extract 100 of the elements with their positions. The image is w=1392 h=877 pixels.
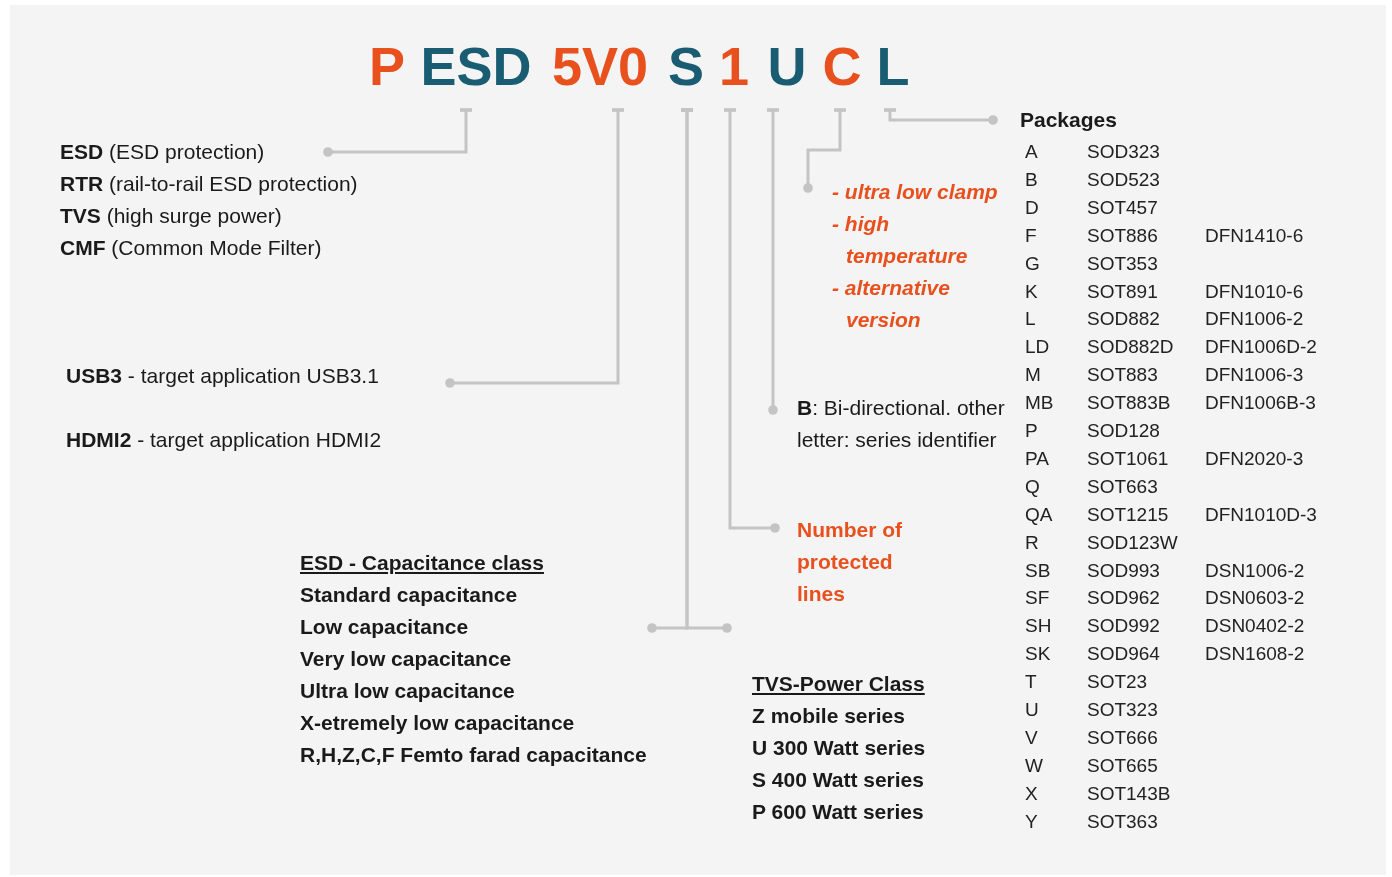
table-cell: SK: [1025, 642, 1051, 667]
table-cell: SOD882D: [1087, 335, 1174, 360]
table-cell: SOD992: [1087, 614, 1160, 639]
table-cell: SOT323: [1087, 698, 1158, 722]
table-cell: SOD964: [1087, 642, 1160, 667]
table-cell: G: [1025, 251, 1040, 276]
list-item: P 600 Watt series: [752, 799, 925, 825]
connector-line: [323, 108, 474, 157]
table-cell: LD: [1025, 335, 1050, 360]
table-cell: SOD962: [1087, 586, 1160, 611]
list-item: - high temperature: [832, 211, 969, 269]
table-cell: B: [1025, 167, 1038, 192]
table-cell: T: [1025, 670, 1037, 695]
code-letters: 1: [719, 36, 749, 96]
table-cell: SOD882: [1087, 307, 1160, 332]
list-item: Standard capacitance: [300, 582, 519, 608]
code-letters: ESD: [420, 36, 532, 96]
table-cell: SOD128: [1087, 419, 1160, 443]
table-cell: DFN1006D-2: [1205, 335, 1317, 360]
table-cell: SOT457: [1087, 195, 1158, 220]
list-item: - ultra low clamp: [832, 179, 999, 205]
table-cell: SOT353: [1087, 251, 1158, 276]
connector-line: [803, 108, 848, 193]
list-item: U 300 Watt series: [752, 735, 926, 761]
description-text: B: Bi-directional. other letter: series identifier: [797, 395, 1006, 453]
code-letters: 5V0: [551, 36, 649, 96]
table-cell: DFN1006-3: [1205, 363, 1304, 388]
table-cell: M: [1025, 363, 1041, 388]
list-item: Ultra low capacitance: [300, 678, 516, 704]
table-cell: W: [1025, 753, 1043, 778]
table-cell: MB: [1025, 391, 1054, 416]
table-cell: SOT883B: [1087, 391, 1171, 416]
table-cell: Q: [1025, 474, 1040, 499]
section-heading: ESD - Capacitance class: [300, 550, 545, 576]
code-letters: P: [369, 36, 405, 96]
table-cell: K: [1025, 279, 1038, 304]
table-cell: SOT1215: [1087, 502, 1169, 527]
table-cell: DSN0603-2: [1205, 586, 1305, 611]
table-cell: X: [1025, 781, 1038, 806]
table-cell: SOD123W: [1087, 530, 1178, 555]
description-text: HDMI2 - target application HDMI2: [66, 427, 382, 453]
table-cell: SOT886: [1087, 223, 1158, 248]
list-item: Low capacitance: [300, 614, 470, 640]
table-cell: SOD323: [1087, 140, 1160, 164]
connector-line: [445, 108, 626, 388]
table-cell: SOT891: [1087, 279, 1158, 304]
table-cell: DFN1010D-3: [1205, 502, 1317, 527]
table-cell: R: [1025, 530, 1039, 555]
table-cell: SOD993: [1087, 558, 1160, 583]
list-item: - alternative version: [832, 275, 951, 333]
table-cell: V: [1025, 725, 1038, 750]
description-text: RTR (rail-to-rail ESD protection): [60, 171, 358, 197]
table-cell: PA: [1025, 446, 1049, 471]
connector-line: [882, 108, 998, 125]
connector-line: [765, 108, 781, 415]
list-item: Z mobile series: [752, 703, 906, 729]
table-cell: U: [1025, 698, 1039, 722]
table-cell: SOD523: [1087, 167, 1160, 192]
table-cell: SB: [1025, 558, 1051, 583]
code-letters: U: [767, 36, 807, 96]
description-text: TVS (high surge power): [60, 203, 283, 229]
table-cell: QA: [1025, 502, 1053, 527]
table-cell: SOT1061: [1087, 446, 1169, 471]
table-cell: SOT663: [1087, 474, 1158, 499]
description-text: CMF (Common Mode Filter): [60, 235, 323, 261]
table-cell: DSN1006-2: [1205, 558, 1305, 583]
table-cell: A: [1025, 140, 1038, 164]
table-cell: SOT666: [1087, 725, 1158, 750]
list-item: S 400 Watt series: [752, 767, 925, 793]
table-cell: SOT143B: [1087, 781, 1171, 806]
code-letters: L: [876, 36, 910, 96]
table-cell: SOT23: [1087, 670, 1148, 695]
list-item: R,H,Z,C,F Femto farad capacitance: [300, 742, 647, 768]
table-cell: DFN2020-3: [1205, 446, 1304, 471]
table-cell: L: [1025, 307, 1036, 332]
table-cell: DSN1608-2: [1205, 642, 1305, 667]
list-item: Very low capacitance: [300, 646, 513, 672]
table-cell: DFN1410-6: [1205, 223, 1304, 248]
table-cell: SF: [1025, 586, 1050, 611]
connector-line: [679, 108, 732, 633]
code-letters: S: [668, 36, 704, 96]
table-cell: SH: [1025, 614, 1052, 639]
table-cell: SOT883: [1087, 363, 1158, 388]
section-heading: Packages: [1020, 107, 1117, 133]
table-cell: SOT665: [1087, 753, 1158, 778]
table-cell: SOT363: [1087, 809, 1158, 834]
table-cell: DFN1006B-3: [1205, 391, 1316, 416]
section-heading: TVS-Power Class: [752, 671, 926, 697]
connector-line: [722, 108, 780, 533]
code-letters: C: [822, 36, 862, 96]
list-item: X-etremely low capacitance: [300, 710, 576, 736]
description-text: ESD (ESD protection): [60, 139, 266, 165]
description-text: USB3 - target application USB3.1: [66, 363, 380, 389]
table-cell: D: [1025, 195, 1039, 220]
table-cell: P: [1025, 419, 1038, 443]
table-cell: DFN1010-6: [1205, 279, 1304, 304]
table-cell: DFN1006-2: [1205, 307, 1304, 332]
table-cell: Y: [1025, 809, 1038, 834]
table-cell: F: [1025, 223, 1037, 248]
description-text: Number of protected lines: [797, 517, 903, 607]
